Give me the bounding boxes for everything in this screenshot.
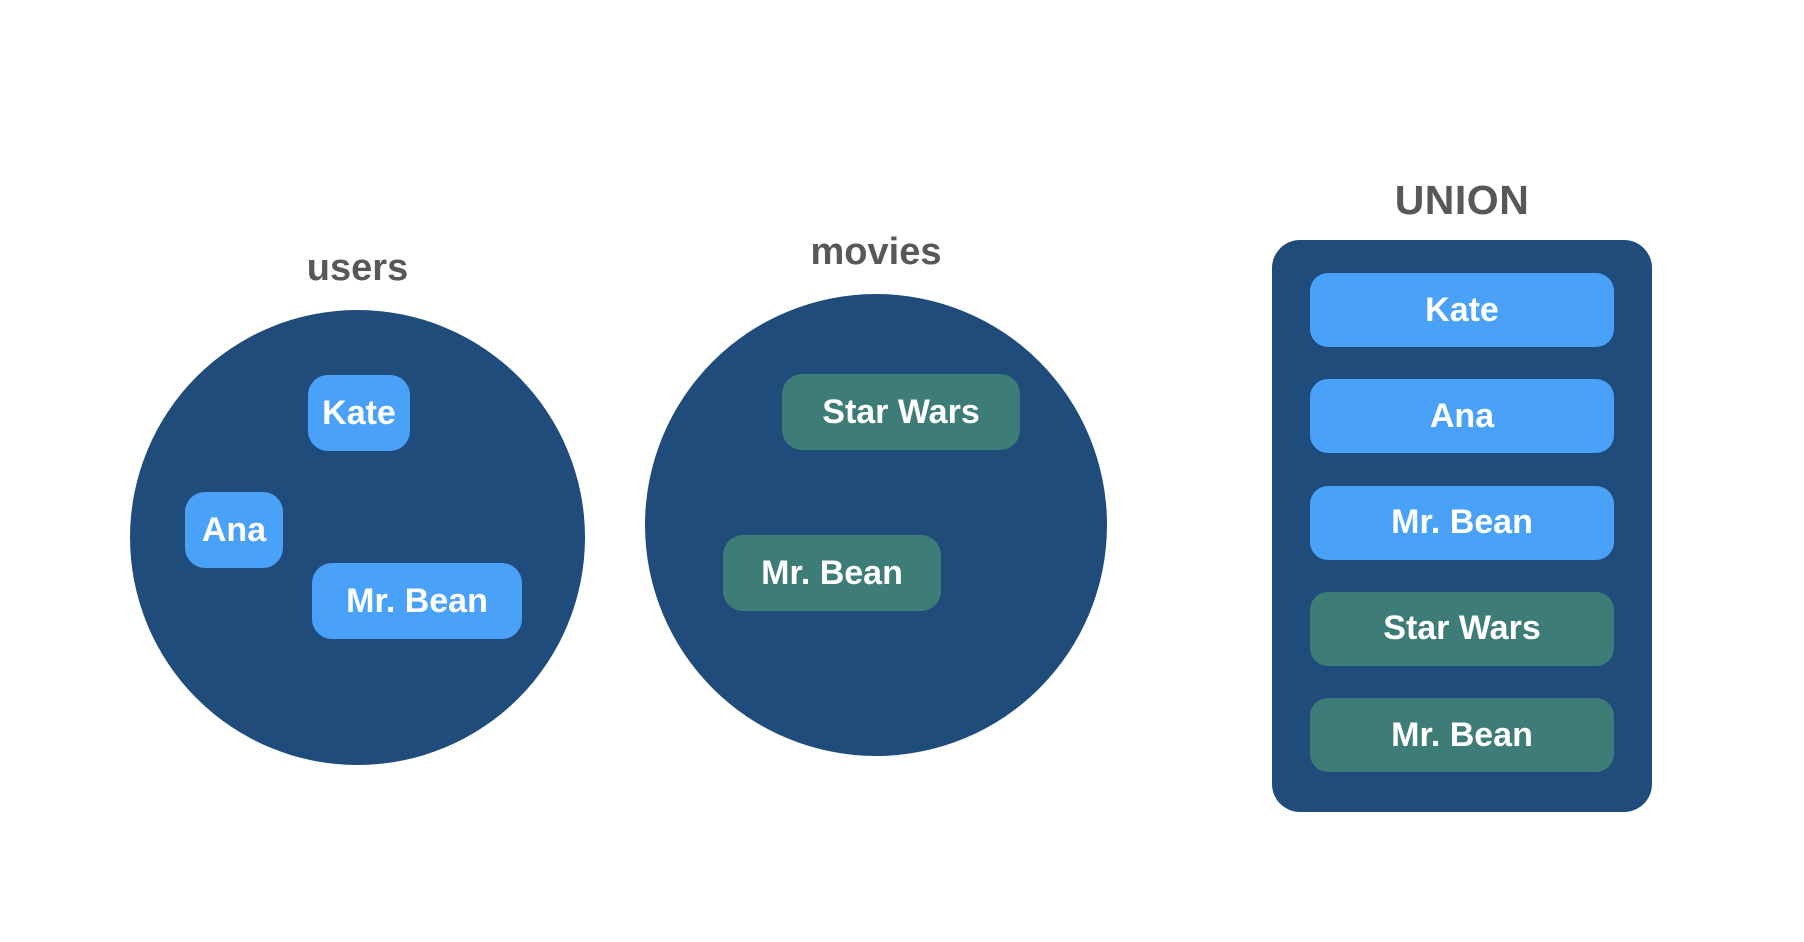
movies-set-circle (645, 294, 1107, 756)
union-result-label: UNION (1394, 177, 1530, 223)
users-item-mr-bean-pill: Mr. Bean (312, 563, 522, 639)
movies-item-star-wars-pill: Star Wars (782, 374, 1020, 450)
union-item-kate-pill: Kate (1310, 273, 1614, 347)
movies-set-label: movies (810, 231, 942, 273)
union-item-star-wars-pill: Star Wars (1310, 591, 1614, 666)
users-set-label: users (306, 247, 409, 289)
union-item-mr-bean-users-pill: Mr. Bean (1310, 485, 1614, 560)
union-item-ana-pill: Ana (1310, 379, 1614, 454)
union-item-mr-bean-movies-pill: Mr. Bean (1310, 698, 1614, 772)
users-item-ana-pill: Ana (185, 492, 283, 568)
users-item-kate-pill: Kate (308, 375, 410, 451)
union-result-panel: Kate Ana Mr. Bean Star Wars Mr. Bean (1272, 240, 1652, 812)
movies-item-mr-bean-pill: Mr. Bean (723, 535, 941, 611)
